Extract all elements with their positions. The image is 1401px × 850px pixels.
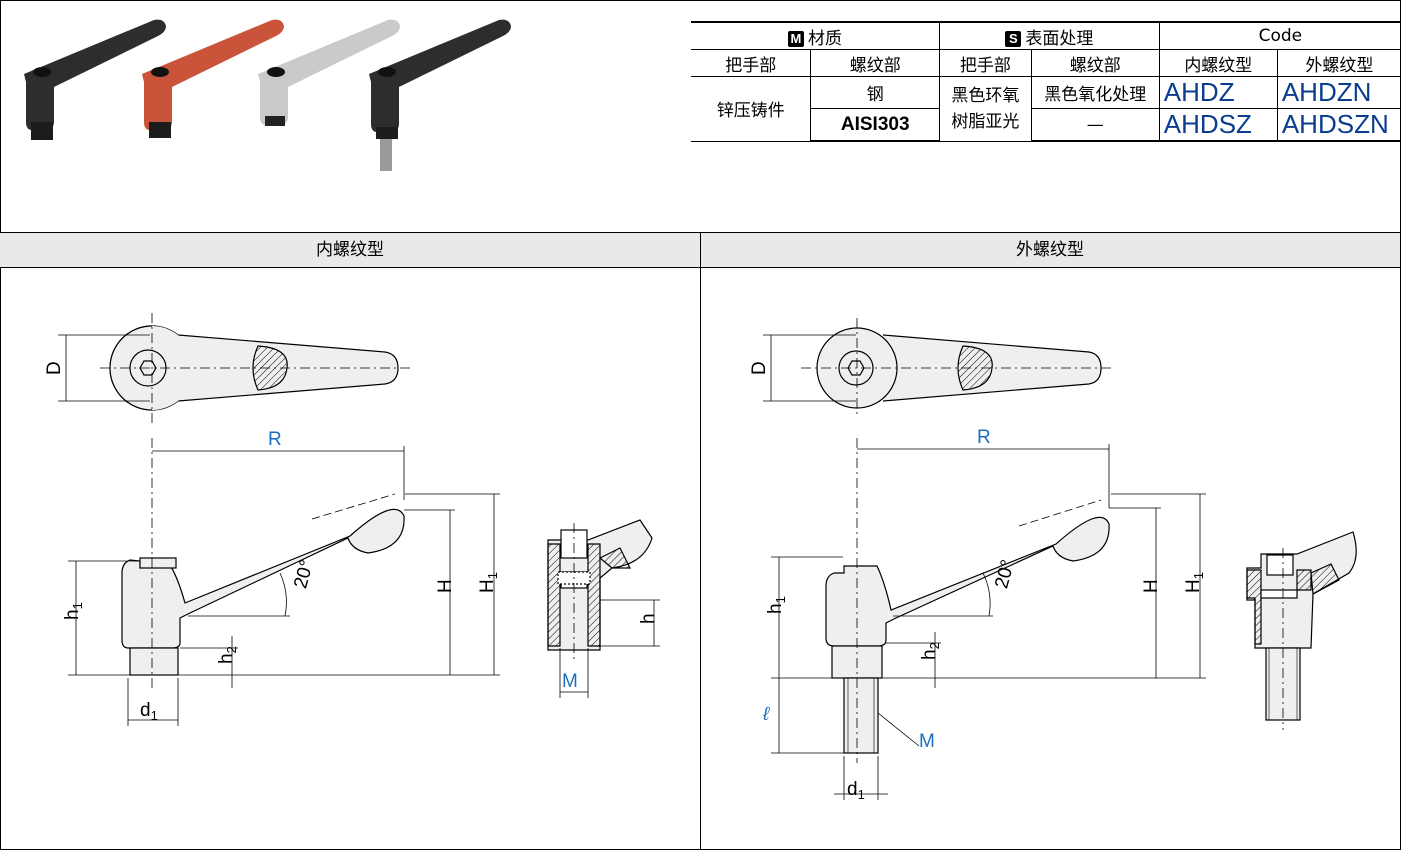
sub-internal: 内螺纹型: [1158, 49, 1278, 77]
code-ahdszn[interactable]: AHDSZN: [1276, 108, 1401, 142]
drawing-external: D R H H1 h1 h2 ℓ d1 20° M: [749, 318, 1357, 802]
dim-D: D: [749, 361, 770, 375]
side-view: [68, 438, 500, 726]
dim-D: D: [44, 361, 65, 375]
handle-silver: [258, 19, 400, 126]
table-row: AISI303 — AHDSZ AHDSZN: [691, 108, 1401, 142]
table-row: 锌压铸件 钢 黑色环氧 树脂亚光 黑色氧化处理 AHDZ AHDZN: [691, 76, 1401, 142]
surface-thread-2: —: [1030, 108, 1160, 142]
top-view: [58, 313, 410, 423]
code-ahdsz[interactable]: AHDSZ: [1158, 108, 1278, 142]
dim-d1: d1: [847, 779, 865, 802]
code-ahdz[interactable]: AHDZ: [1158, 76, 1278, 109]
dim-l: ℓ: [762, 704, 770, 725]
dim-H: H: [435, 579, 456, 593]
code-header-cell: Code: [1158, 21, 1401, 50]
dim-H: H: [1141, 579, 1162, 593]
section-view: [1246, 531, 1357, 730]
sub-handle-2: 把手部: [938, 49, 1032, 77]
section-view: [547, 519, 660, 698]
handle-black-2: [369, 19, 511, 171]
dim-M: M: [919, 731, 935, 752]
sub-thread-2: 螺纹部: [1030, 49, 1160, 77]
surface-handle: 黑色环氧 树脂亚光: [938, 76, 1032, 142]
thread-aisi: AISI303: [810, 108, 940, 142]
dim-h: h: [638, 613, 659, 624]
dim-h1: h1: [765, 596, 788, 614]
panel-title-external: 外螺纹型: [700, 232, 1400, 268]
code-ahdzn[interactable]: AHDZN: [1276, 76, 1401, 109]
drawing-internal: D R H H1 h1 h2 d1 20° h M: [44, 313, 660, 726]
handle-red: [142, 19, 284, 138]
dim-angle: 20°: [991, 558, 1019, 591]
surface-thread-1: 黑色氧化处理: [1030, 76, 1160, 109]
dim-R: R: [268, 429, 282, 450]
handle-black-1: [24, 19, 166, 140]
material-tag-icon: M: [787, 30, 804, 47]
dim-h2: h2: [919, 642, 942, 660]
dim-H1: H1: [477, 572, 500, 593]
table-subheader-row: 把手部 螺纹部 把手部 螺纹部 内螺纹型 外螺纹型: [691, 49, 1401, 77]
product-photo: [24, 19, 511, 171]
dim-d1: d1: [140, 700, 158, 723]
dim-R: R: [977, 427, 991, 448]
surface-tag-icon: S: [1005, 30, 1022, 47]
top-view: [763, 318, 1113, 418]
thread-steel: 钢: [810, 76, 940, 109]
sub-thread: 螺纹部: [810, 49, 940, 77]
sub-handle: 把手部: [691, 49, 812, 77]
side-view: [771, 438, 1206, 800]
dim-H1: H1: [1183, 572, 1206, 593]
dim-h1: h1: [62, 602, 85, 620]
sub-external: 外螺纹型: [1276, 49, 1401, 77]
dim-M: M: [562, 671, 578, 692]
dim-h2: h2: [216, 646, 239, 664]
panel-divider: [700, 232, 701, 849]
material-handle: 锌压铸件: [691, 76, 812, 142]
panel-title-internal: 内螺纹型: [0, 232, 700, 268]
